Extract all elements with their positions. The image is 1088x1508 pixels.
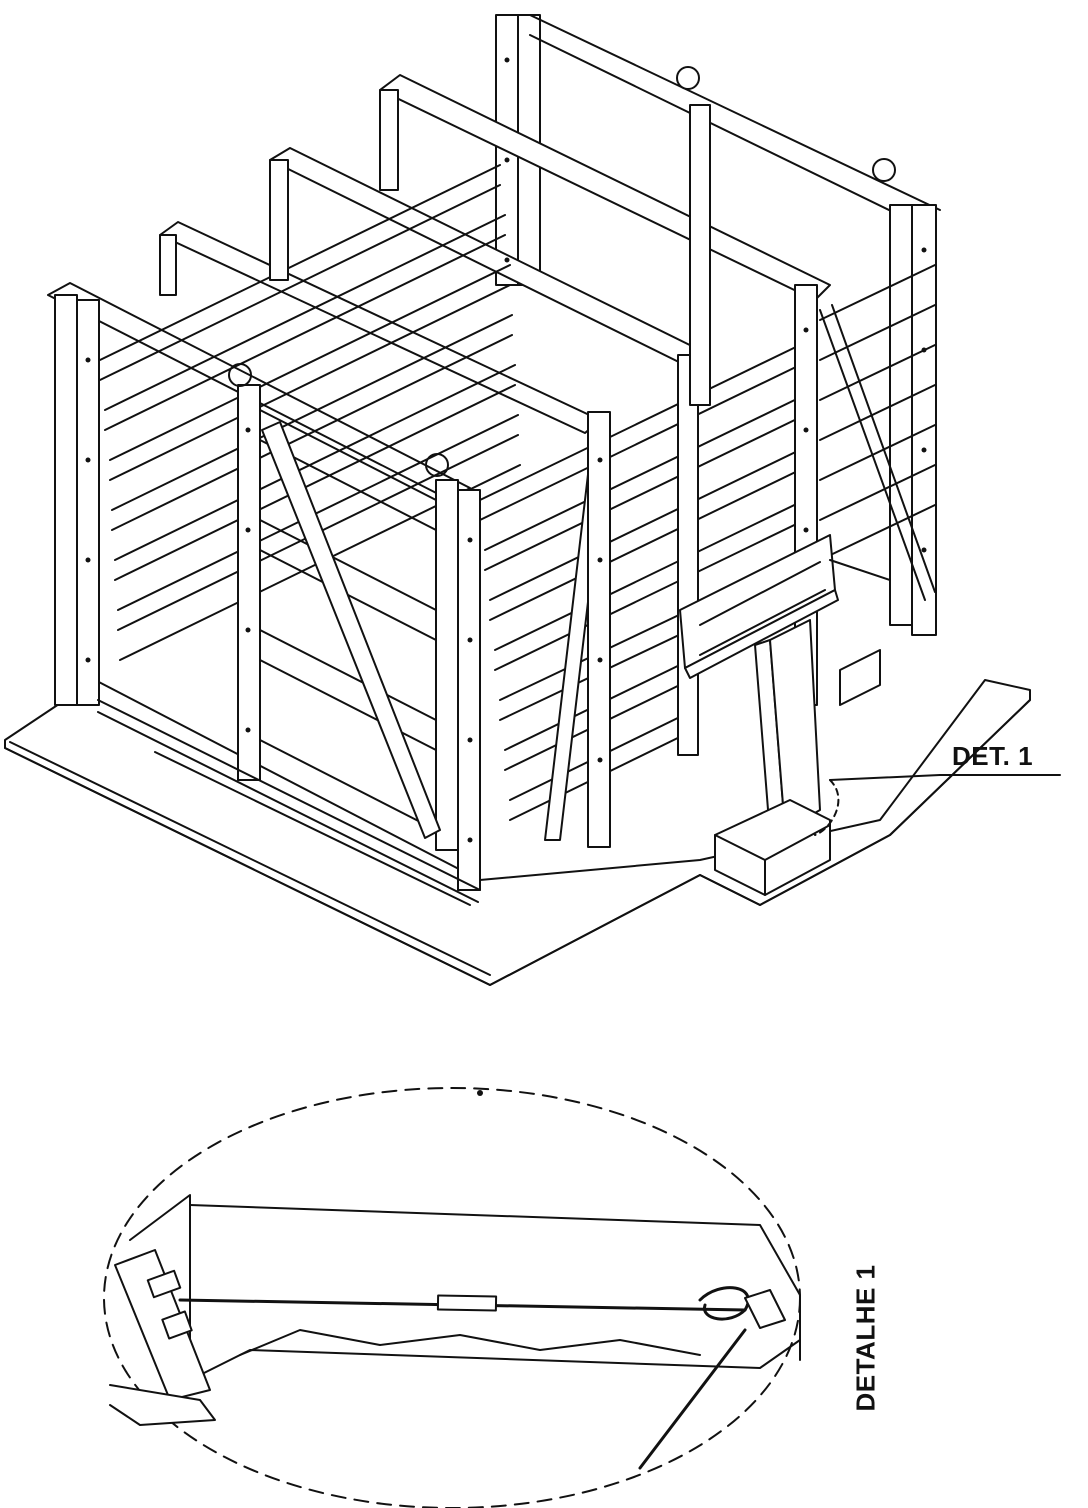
base-platform xyxy=(4,679,1031,986)
detail-callout-label: DET. 1 xyxy=(952,741,1034,771)
rear-slats xyxy=(676,66,936,561)
scale-indicator xyxy=(679,534,891,896)
front-gate xyxy=(97,363,481,906)
detail-title-label: DETALHE 1 xyxy=(850,1264,881,1412)
post-bolts xyxy=(85,57,927,1096)
left-corner-posts xyxy=(54,89,399,706)
detail-leader xyxy=(814,774,1061,836)
detail-1-view xyxy=(103,1087,801,1508)
left-side-slats xyxy=(99,164,521,661)
